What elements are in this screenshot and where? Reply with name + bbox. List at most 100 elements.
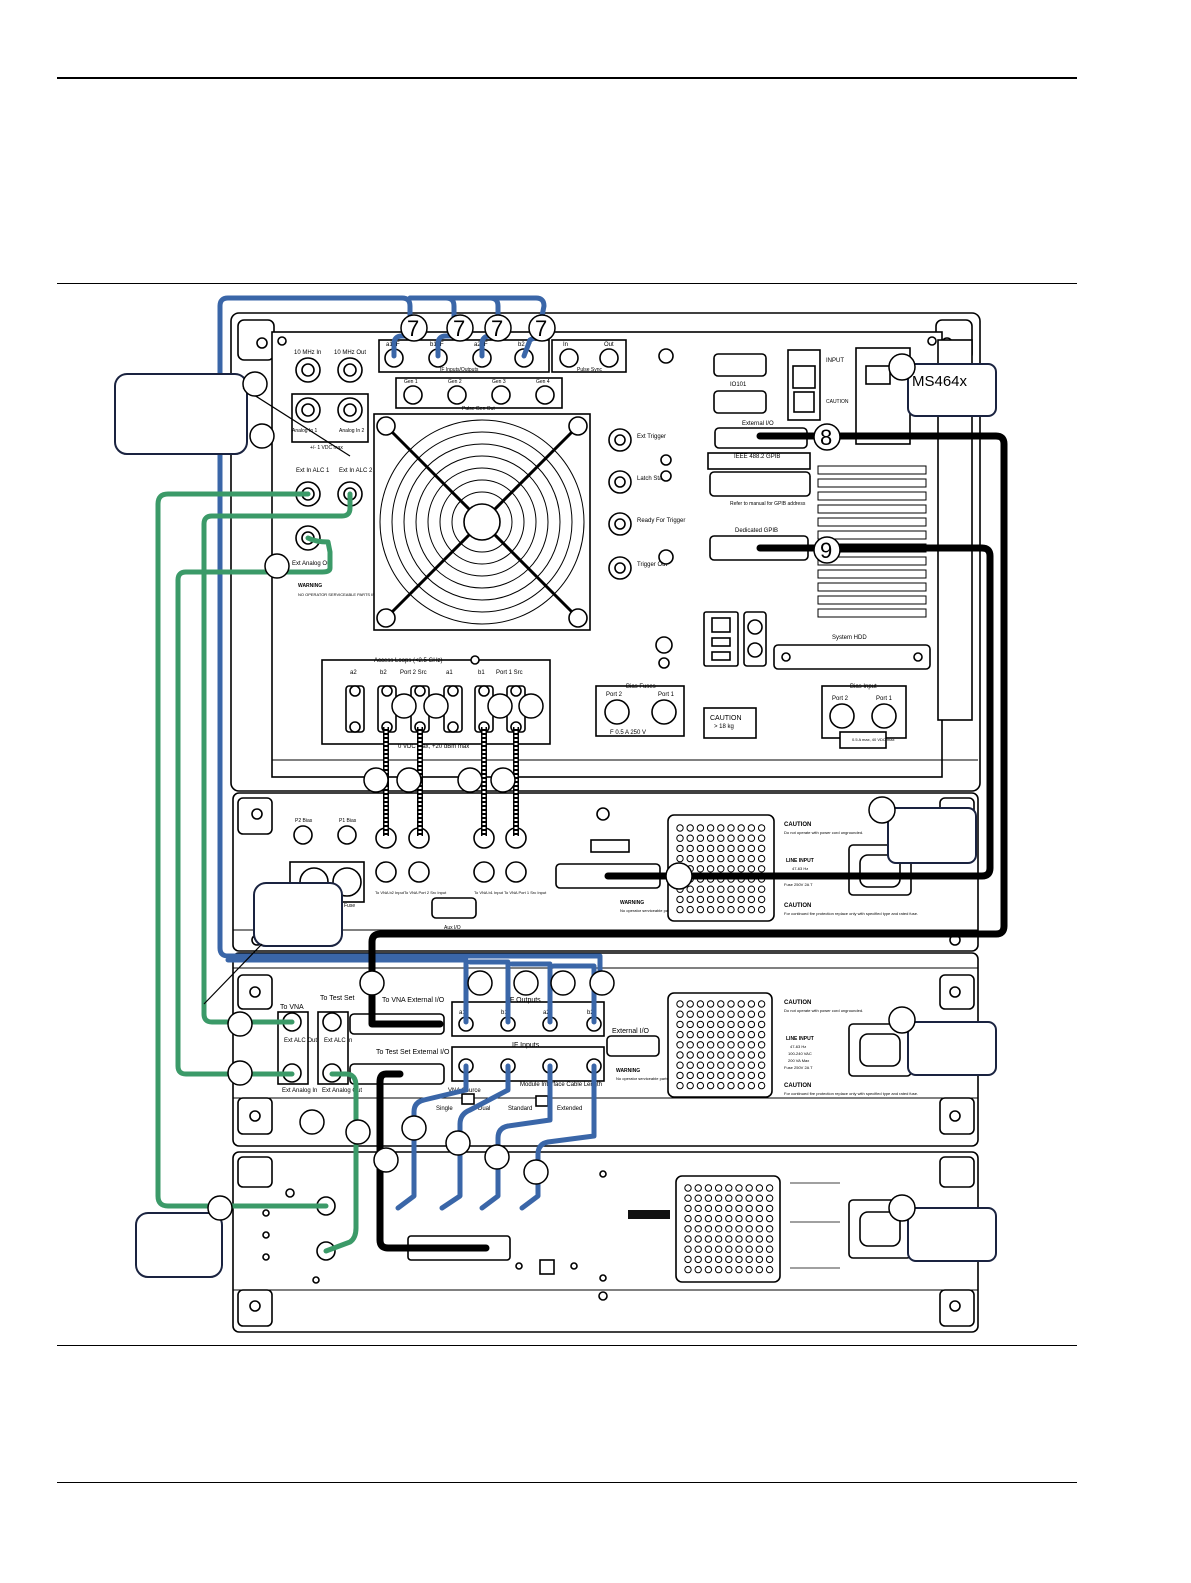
grill-hole [694, 1235, 702, 1243]
label-module-cable-length: Module Interface Cable Length [520, 1082, 602, 1088]
grill-hole [696, 1010, 705, 1018]
label-analog-in1: Analog In 1 [292, 428, 318, 434]
label-ext-analog-in: Ext Analog In [282, 1088, 317, 1094]
bnc-gen1[interactable] [403, 385, 423, 405]
grill-hole [737, 1061, 745, 1069]
serial-connector[interactable] [713, 390, 767, 414]
bnc-pulse-in[interactable] [559, 348, 579, 368]
bnc-ext-alc-in[interactable] [322, 1012, 342, 1032]
label-p1-bias: P1 Bias [339, 818, 357, 824]
grill-hole [747, 1010, 756, 1018]
bnc-gen4[interactable] [535, 385, 555, 405]
grill-hole [694, 1255, 702, 1264]
grill-hole [737, 1081, 745, 1090]
grill-hole [694, 1225, 702, 1233]
label-loop-b2: b2 [380, 670, 387, 676]
label-mi-caution2: CAUTION [784, 1083, 811, 1089]
bnc-p2-bias[interactable] [293, 825, 313, 845]
mi-external-io-connector[interactable] [606, 1035, 660, 1057]
label-extended: Extended [557, 1106, 582, 1112]
grill-hole [727, 844, 735, 853]
label-gen1: Gen 1 [404, 379, 418, 385]
label-if-inputs: IF Inputs [512, 1042, 540, 1049]
cable-length-switch[interactable] [535, 1095, 549, 1107]
label-to-test-set: To Test Set [320, 995, 355, 1002]
bnc-gen3[interactable] [491, 385, 511, 405]
label-ts-fuse-rating: Fuse 250V 2A T [784, 882, 813, 887]
grill-hole [714, 1214, 723, 1223]
grill-hole [735, 1235, 743, 1243]
grill-hole [686, 854, 694, 863]
gpib-connector[interactable] [709, 471, 811, 497]
grill-hole [755, 1235, 764, 1243]
bias-input-port1[interactable] [871, 703, 897, 729]
grill-hole [725, 1225, 733, 1233]
aux-io-connector[interactable] [431, 897, 477, 919]
grill-hole [686, 1030, 694, 1039]
label-10mhz-in: 10 MHz In [294, 350, 321, 356]
grill-hole [714, 1265, 723, 1274]
label-mi-line-freq: 47-63 Hz [790, 1044, 806, 1049]
label-ts-caution2-text: For continued fire protection replace on… [784, 911, 918, 916]
vna-source-switch[interactable] [461, 1093, 475, 1105]
grill-hole [735, 1265, 743, 1274]
grill-hole [735, 1194, 743, 1202]
grill-hole [684, 1194, 692, 1202]
grill-hole [727, 1071, 735, 1080]
callout-box-2 [907, 363, 997, 417]
grill-hole [704, 1255, 713, 1264]
grill-hole [706, 1061, 715, 1069]
grill-hole [696, 905, 705, 914]
grill-hole [737, 844, 745, 853]
grill-hole [686, 844, 694, 853]
bnc-gen2[interactable] [447, 385, 467, 405]
footer-rule-bottom [57, 1482, 1077, 1483]
label-ts-caution2: CAUTION [784, 903, 811, 909]
label-fuse-port1: Port 1 [658, 692, 675, 698]
grill-hole [717, 1061, 725, 1069]
grill-hole [735, 1225, 743, 1233]
grill-hole [686, 1081, 694, 1090]
grill-hole [706, 905, 715, 914]
callout-box-4 [253, 882, 343, 947]
footer-rule-top [57, 1345, 1077, 1346]
label-model-partial: MS464x [912, 373, 968, 390]
grill-hole [676, 895, 684, 904]
grill-hole [686, 1041, 694, 1049]
fuse-port2[interactable] [604, 699, 630, 725]
grill-hole [717, 905, 725, 914]
grill-hole [737, 824, 745, 832]
grill-hole [717, 1071, 725, 1080]
grill-hole [737, 1071, 745, 1080]
grill-hole [717, 834, 725, 842]
bias-input-port2[interactable] [829, 703, 855, 729]
label-10mhz-out: 10 MHz Out [334, 350, 366, 356]
grill-hole [694, 1214, 702, 1223]
grill-hole [717, 895, 725, 904]
label-external-io: External I/O [742, 421, 774, 427]
grill-hole [676, 1081, 684, 1090]
label-to-vna-b2: To VNA b2 Input [375, 890, 405, 895]
grill-hole [737, 1030, 745, 1039]
grill-hole [686, 834, 694, 842]
label-b2-if: b2 IF [518, 342, 532, 348]
grill-hole [676, 1020, 684, 1029]
label-ts-caution1-text: Do not operate with power cord ungrounde… [784, 830, 863, 835]
bnc-pulse-out[interactable] [599, 348, 619, 368]
grill-hole [684, 1245, 692, 1253]
bnc-p1-bias[interactable] [337, 825, 357, 845]
usb-port[interactable] [655, 636, 673, 654]
system-hdd-bay[interactable] [773, 644, 931, 670]
io101-connector[interactable] [713, 353, 767, 377]
grill-hole [757, 1081, 766, 1090]
grill-hole [706, 895, 715, 904]
label-pulse-sync: Pulse Sync [577, 367, 603, 373]
label-access-loops: Access Loops (<2.5 GHz) [374, 658, 443, 664]
fuse-port1[interactable] [651, 699, 677, 725]
usb-port[interactable] [792, 365, 816, 389]
label-if-out-b2: b2 [587, 1010, 594, 1016]
grill-hole [704, 1235, 713, 1243]
grill-hole [684, 1204, 692, 1213]
callout-box-5 [907, 1021, 997, 1076]
grill-hole [747, 1041, 756, 1049]
